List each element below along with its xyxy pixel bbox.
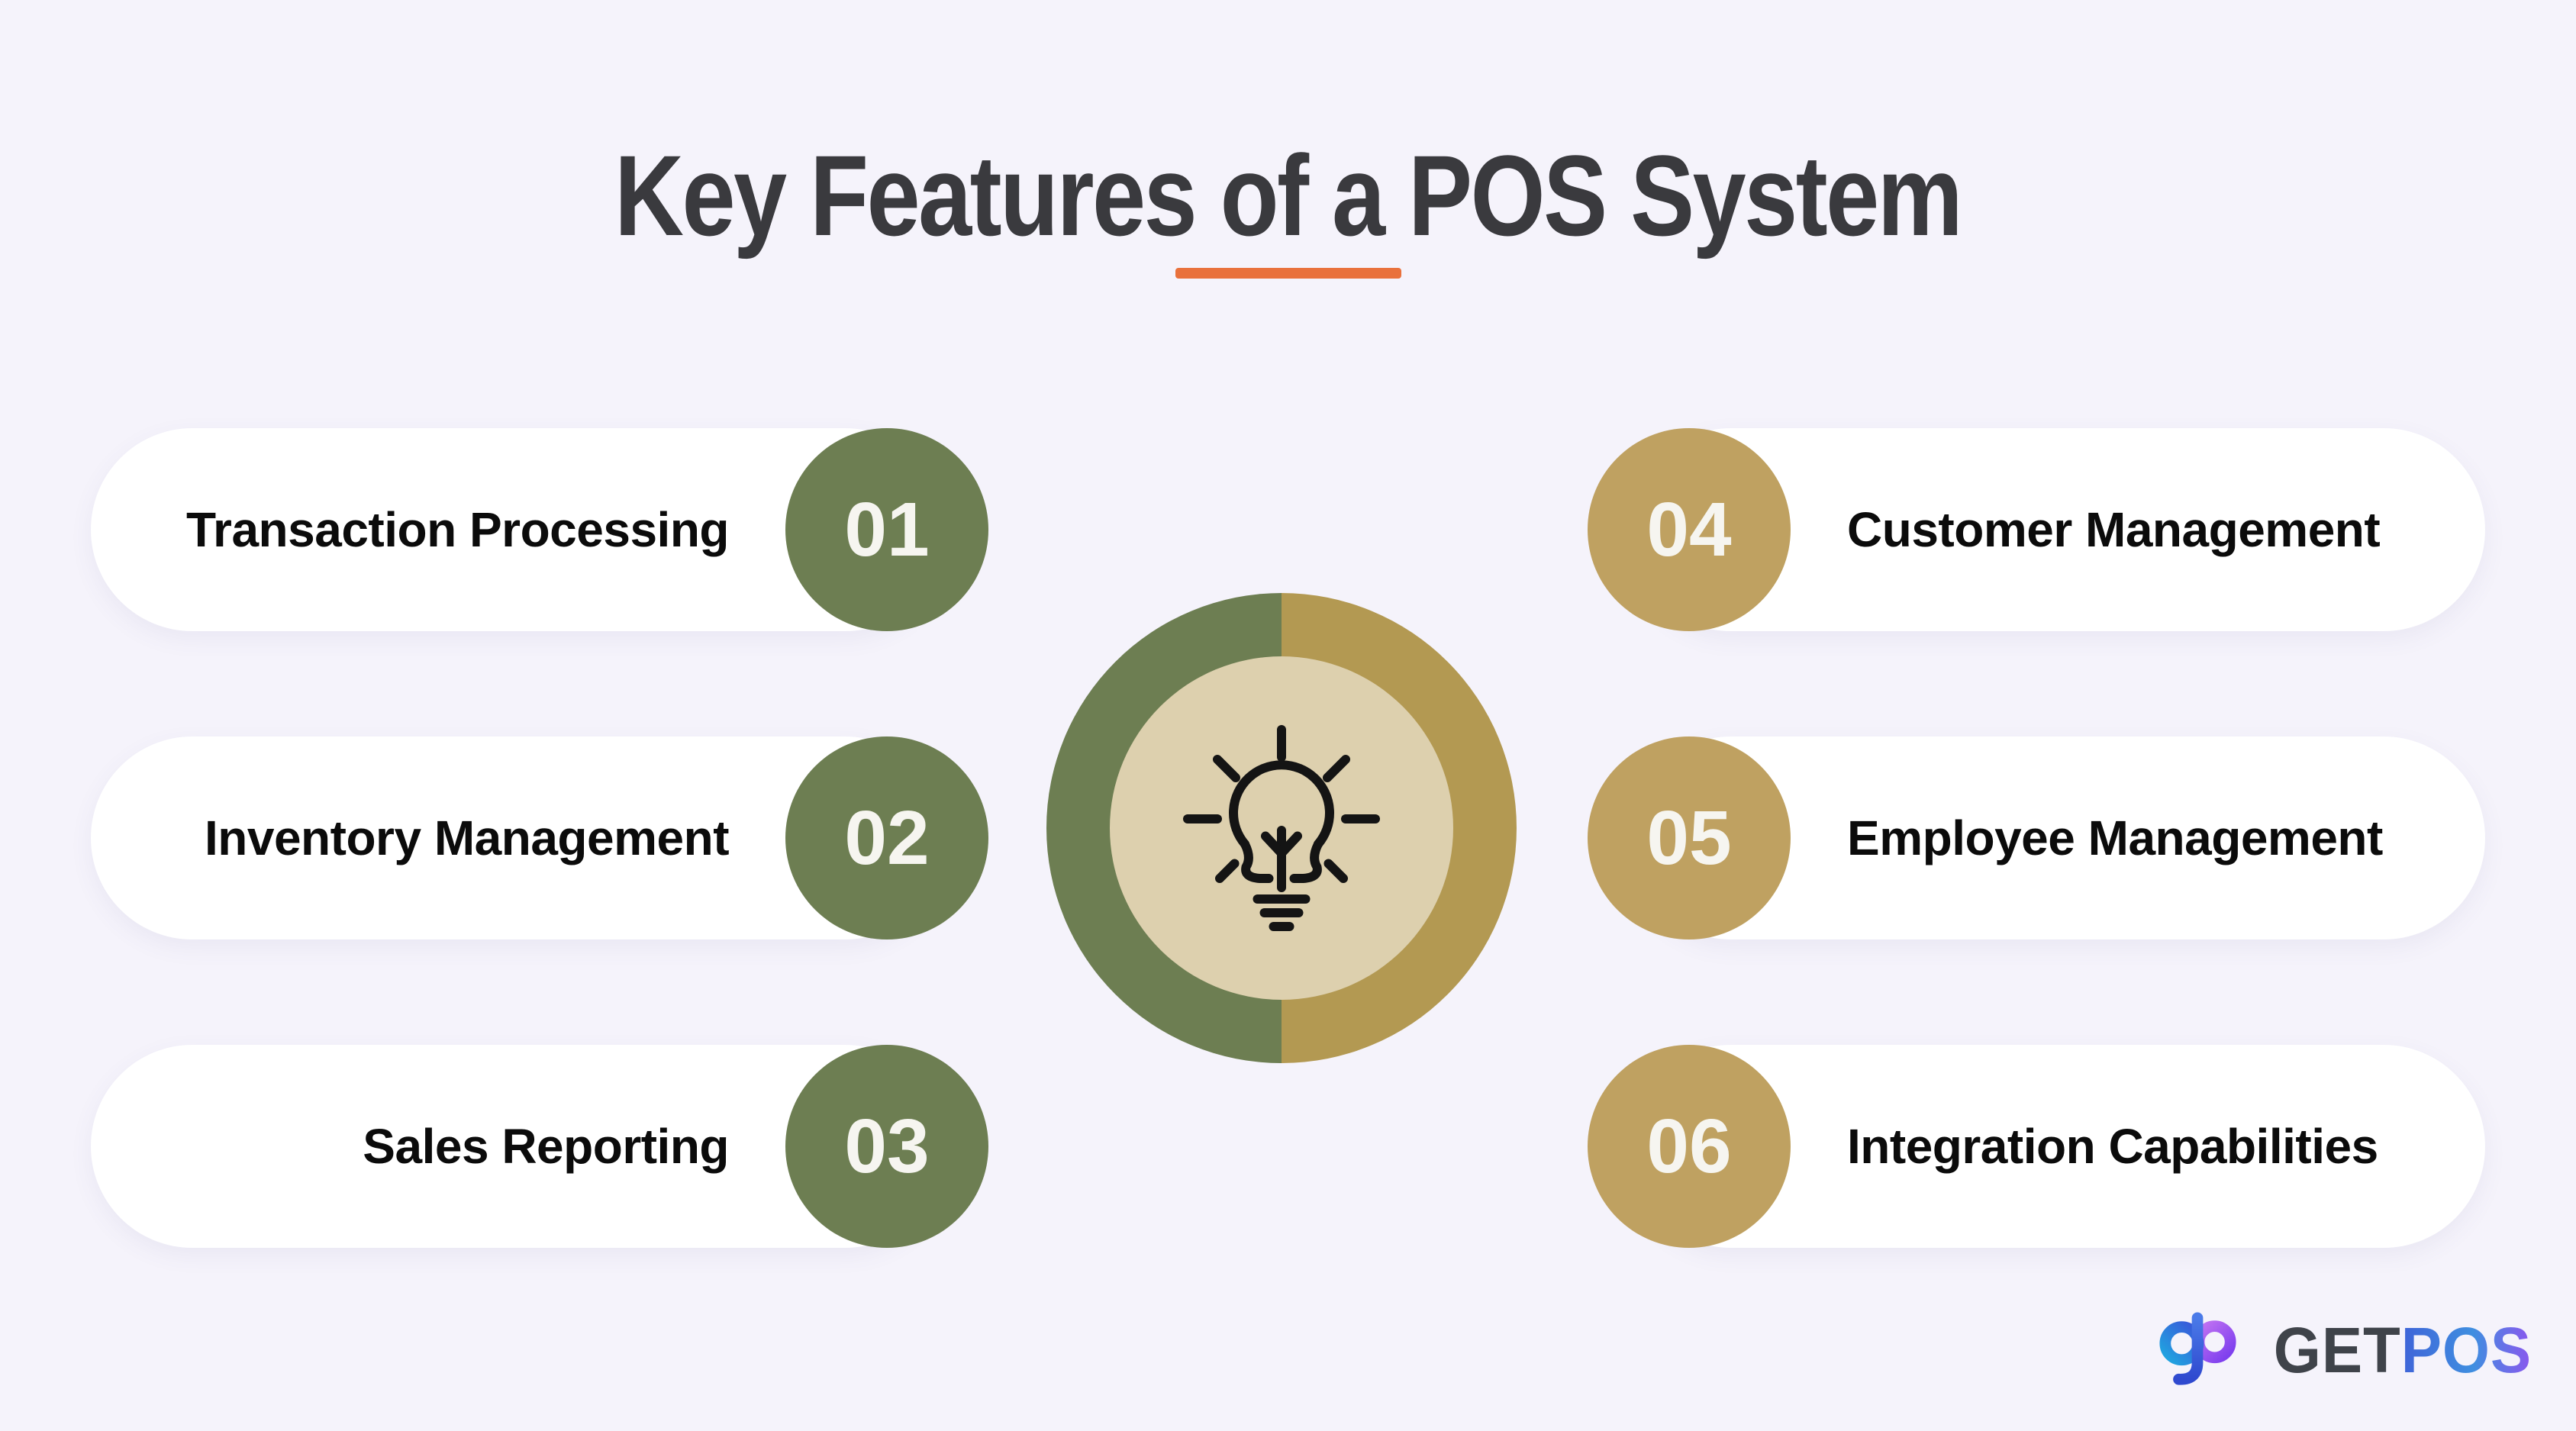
feature-number-badge: 06 (1588, 1045, 1791, 1248)
feature-number-badge: 02 (785, 736, 988, 939)
feature-number-badge: 03 (785, 1045, 988, 1248)
title-underline (1175, 268, 1401, 279)
feature-label: Inventory Management (204, 811, 730, 865)
feature-pill-employee-management: 05 Employee Management (1588, 736, 2485, 939)
lightbulb-icon (1183, 725, 1380, 931)
feature-pill-transaction-processing: Transaction Processing 01 (91, 428, 988, 631)
feature-label: Transaction Processing (185, 502, 730, 557)
feature-label: Integration Capabilities (1847, 1119, 2378, 1174)
feature-number-badge: 01 (785, 428, 988, 631)
brand-logo: GETPOS (2153, 1310, 2532, 1390)
gp-monogram-icon (2159, 1312, 2236, 1385)
header: Key Features of a POS System (0, 130, 2576, 262)
brand-name-get: GET (2273, 1313, 2401, 1386)
feature-pill-integration-capabilities: 06 Integration Capabilities (1588, 1045, 2485, 1248)
hub-inner-circle (1110, 656, 1453, 1000)
feature-label: Sales Reporting (363, 1119, 729, 1174)
page-title: Key Features of a POS System (614, 131, 1963, 259)
feature-pill-sales-reporting: Sales Reporting 03 (91, 1045, 988, 1248)
feature-label: Employee Management (1847, 811, 2383, 865)
feature-pill-inventory-management: Inventory Management 02 (91, 736, 988, 939)
feature-pill-customer-management: 04 Customer Management (1588, 428, 2485, 631)
brand-name: GETPOS (2274, 1313, 2532, 1387)
feature-number-badge: 05 (1588, 736, 1791, 939)
feature-number-badge: 04 (1588, 428, 1791, 631)
center-graphic (1046, 593, 1517, 1063)
feature-label: Customer Management (1847, 502, 2381, 557)
brand-name-pos: POS (2400, 1313, 2532, 1386)
